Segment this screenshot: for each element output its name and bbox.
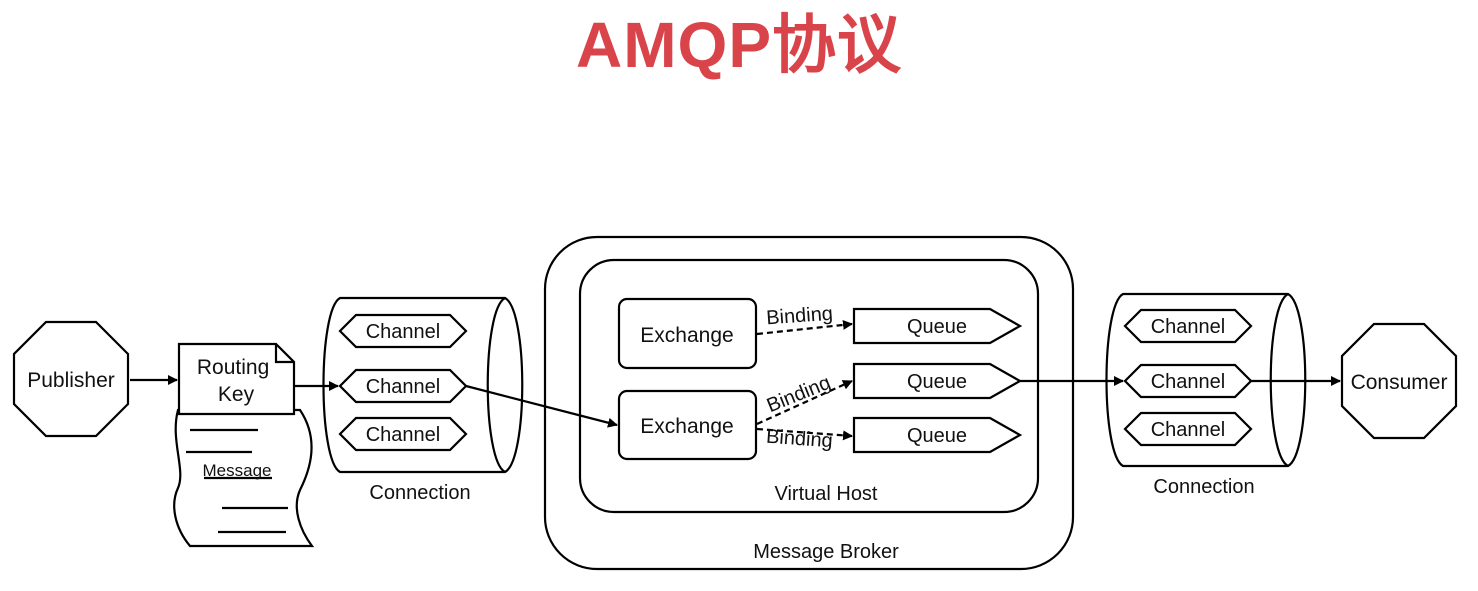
consumer-label: Consumer bbox=[1351, 371, 1448, 394]
queue-node: Queue bbox=[852, 362, 1023, 400]
binding-arrow bbox=[756, 379, 853, 426]
binding-arrow bbox=[756, 427, 853, 441]
publisher-label: Publisher bbox=[27, 369, 115, 392]
queue-node: Queue bbox=[852, 307, 1023, 345]
channel-to-exchange-arrow bbox=[465, 384, 618, 428]
page-title: AMQP协议 bbox=[576, 9, 902, 81]
exchange-node: Exchange bbox=[617, 389, 758, 461]
channel-node: Channel bbox=[1123, 308, 1253, 344]
exchange-label: Exchange bbox=[640, 324, 733, 347]
routing-key-label: Routing Key bbox=[197, 356, 275, 406]
binding-arrow bbox=[756, 319, 853, 336]
exchange-node: Exchange bbox=[617, 297, 758, 370]
virtual-host-label: Virtual Host bbox=[774, 483, 877, 505]
message-document: Message bbox=[173, 408, 315, 548]
binding-label: Binding bbox=[766, 303, 834, 330]
channel-label: Channel bbox=[1151, 316, 1226, 338]
routing-key-document: Routing Key bbox=[177, 342, 296, 416]
channel-node: Channel bbox=[338, 368, 468, 404]
queue-node: Queue bbox=[852, 416, 1023, 454]
channel-label: Channel bbox=[366, 424, 441, 446]
channel-label: Channel bbox=[1151, 371, 1226, 393]
consumer-node: Consumer bbox=[1340, 322, 1458, 440]
queue-label: Queue bbox=[907, 425, 967, 447]
publisher-node: Publisher bbox=[12, 320, 130, 438]
message-broker-label: Message Broker bbox=[753, 541, 899, 563]
channel-node: Channel bbox=[1123, 363, 1253, 399]
channel-label: Channel bbox=[1151, 419, 1226, 441]
exchange-label: Exchange bbox=[640, 415, 733, 438]
channel-node: Channel bbox=[338, 416, 468, 452]
channel-label: Channel bbox=[366, 376, 441, 398]
channel-node: Channel bbox=[1123, 411, 1253, 447]
channel-label: Channel bbox=[366, 321, 441, 343]
connection-left-label: Connection bbox=[369, 482, 470, 504]
binding-label: Binding bbox=[765, 426, 833, 453]
queue-label: Queue bbox=[907, 316, 967, 338]
channel-node: Channel bbox=[338, 313, 468, 349]
queue-label: Queue bbox=[907, 371, 967, 393]
message-label: Message bbox=[203, 461, 272, 480]
connection-right-label: Connection bbox=[1153, 476, 1254, 498]
